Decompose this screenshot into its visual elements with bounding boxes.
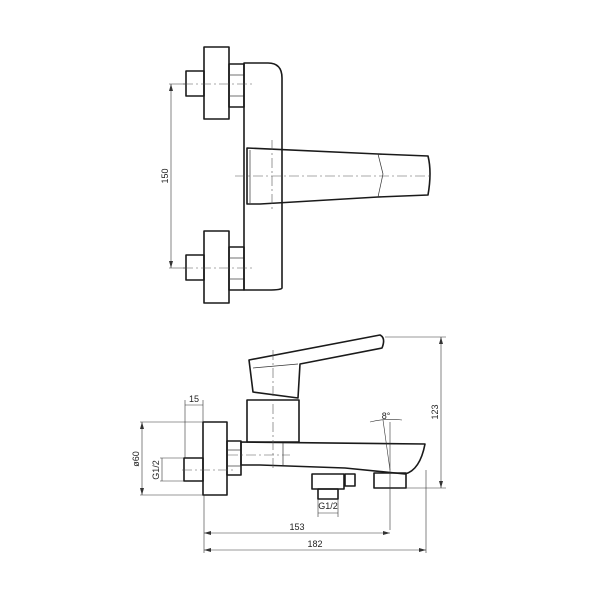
lever-handle: [248, 334, 385, 399]
upper-nut: [228, 63, 245, 108]
dim-spout-reach: 153: [289, 522, 304, 532]
side-inlet-stub: [183, 457, 204, 482]
dim-eccentric-offset: 15: [189, 394, 199, 404]
lower-inlet-stub: [185, 254, 205, 281]
mixer-body-top: [243, 62, 283, 291]
dim-overall-length: 182: [307, 539, 322, 549]
dim-outlet-thread: G1/2: [318, 501, 338, 511]
side-flange: [202, 421, 228, 496]
upper-inlet-stub: [185, 70, 205, 97]
lower-flange: [203, 230, 230, 304]
dim-flange-diameter: ø60: [131, 451, 141, 467]
dim-inlet-thread: G1/2: [151, 460, 161, 480]
spout-side: [240, 441, 426, 475]
side-nut: [226, 440, 242, 476]
spout-top: [246, 147, 431, 205]
diverter-cap: [344, 473, 356, 487]
lower-nut: [228, 246, 245, 291]
dim-height: 123: [430, 404, 440, 419]
outlet-thread: [317, 488, 339, 500]
upper-flange: [203, 46, 230, 120]
dim-inlet-spacing: 150: [160, 168, 170, 183]
top-view: 150: [160, 46, 432, 304]
diverter-knob: [311, 473, 345, 490]
dim-spout-angle: 8°: [382, 411, 391, 421]
side-view: 15 ø60 G1/2 G1/2 8° 123 15: [131, 334, 446, 553]
